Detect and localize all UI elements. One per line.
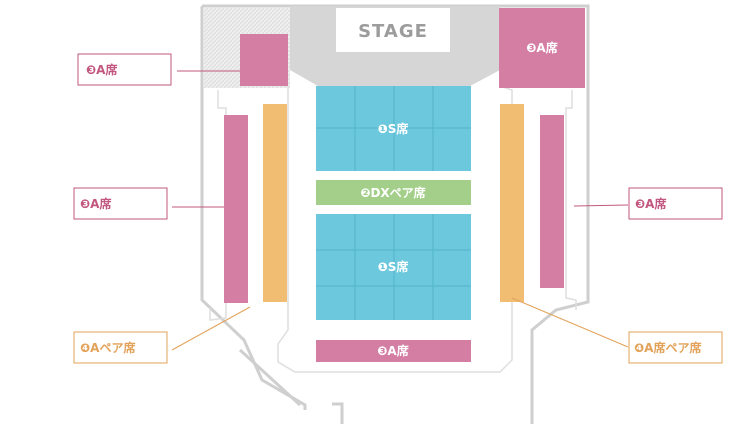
callout-a-left: ❸A席: [80, 196, 111, 211]
a-seat-block-top-right: [499, 8, 585, 88]
venue-outline: [200, 4, 590, 424]
a-seat-column-right: [540, 115, 564, 288]
a-seat-block-top-left: [240, 34, 288, 86]
callout-box-pair-right: [628, 331, 723, 364]
callout-box-pair-left: [73, 331, 168, 364]
callout-lines: [171, 70, 629, 351]
callout-box-a-left: [73, 187, 168, 220]
callout-pair-left: ❹Aペア席: [80, 340, 135, 355]
side-corridor-left: [209, 90, 227, 321]
pair-seat-column-right: [500, 104, 524, 302]
a-seat-label-top-right: ❸A席: [526, 40, 557, 55]
stage-box: [336, 8, 450, 52]
s-seat-grid-top: [316, 86, 471, 171]
callout-box-a-right: [628, 187, 723, 220]
dx-pair-block: [316, 180, 471, 205]
a-seat-block-bottom: [316, 340, 471, 362]
pair-seat-column-left: [263, 104, 287, 302]
callout-a-top-left: ❸A席: [86, 62, 117, 77]
callout-box-a-top-left: [77, 53, 172, 86]
s-seat-label-bottom: ❶S席: [378, 259, 409, 274]
callout-pair-right: ❹A席ペア席: [634, 340, 701, 355]
s-seat-grid-bottom: [316, 214, 471, 320]
a-seat-column-left: [224, 115, 248, 303]
s-seat-label-top: ❶S席: [378, 121, 409, 136]
a-seat-label-bottom: ❸A席: [377, 343, 408, 358]
callout-a-right: ❸A席: [635, 196, 666, 211]
dx-pair-label: ❷DXペア席: [360, 185, 425, 200]
side-corridor-right: [565, 90, 577, 310]
stage-label: STAGE: [358, 21, 428, 42]
